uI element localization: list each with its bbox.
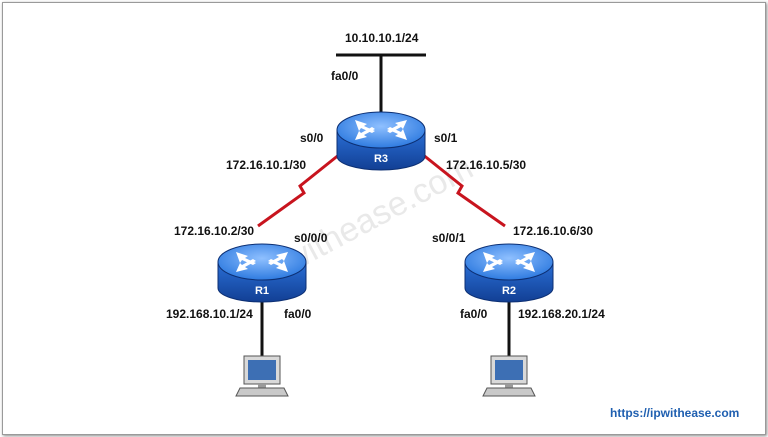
router-arrows-icon bbox=[236, 252, 288, 272]
router-r2[interactable]: R2 bbox=[464, 243, 554, 303]
r2-lan-ip-label: 192.168.20.1/24 bbox=[518, 307, 605, 321]
r3-link2-ip-label: 172.16.10.5/30 bbox=[446, 158, 526, 172]
router-r1[interactable]: R1 bbox=[217, 243, 307, 303]
pc-r1-icon[interactable] bbox=[235, 355, 289, 397]
r1-serial-ip-label: 172.16.10.2/30 bbox=[174, 224, 254, 238]
router-label: R1 bbox=[255, 285, 269, 297]
r3-fa-label: fa0/0 bbox=[331, 69, 359, 83]
r3-s01-label: s0/1 bbox=[434, 131, 458, 145]
r3-link1-ip-label: 172.16.10.1/30 bbox=[226, 158, 306, 172]
router-label: R3 bbox=[374, 153, 388, 165]
r1-lan-ip-label: 192.168.10.1/24 bbox=[166, 307, 253, 321]
serial-link-r3-r1 bbox=[257, 148, 346, 228]
serial-link-r3-r2 bbox=[416, 148, 506, 228]
router-r3[interactable]: R3 bbox=[336, 111, 426, 171]
router-arrows-icon bbox=[355, 120, 407, 140]
r3-s00-label: s0/0 bbox=[300, 131, 324, 145]
lan-r3-ip-label: 10.10.10.1/24 bbox=[345, 31, 419, 45]
r2-fa-label: fa0/0 bbox=[460, 307, 488, 321]
router-arrows-icon bbox=[483, 252, 535, 272]
credit-link[interactable]: https://ipwithease.com bbox=[610, 406, 739, 420]
r1-fa-label: fa0/0 bbox=[284, 307, 312, 321]
r2-serial-ip-label: 172.16.10.6/30 bbox=[513, 224, 593, 238]
r1-serial-label: s0/0/0 bbox=[294, 231, 328, 245]
pc-r2-icon[interactable] bbox=[482, 355, 536, 397]
r2-serial-label: s0/0/1 bbox=[432, 231, 466, 245]
router-label: R2 bbox=[502, 285, 516, 297]
